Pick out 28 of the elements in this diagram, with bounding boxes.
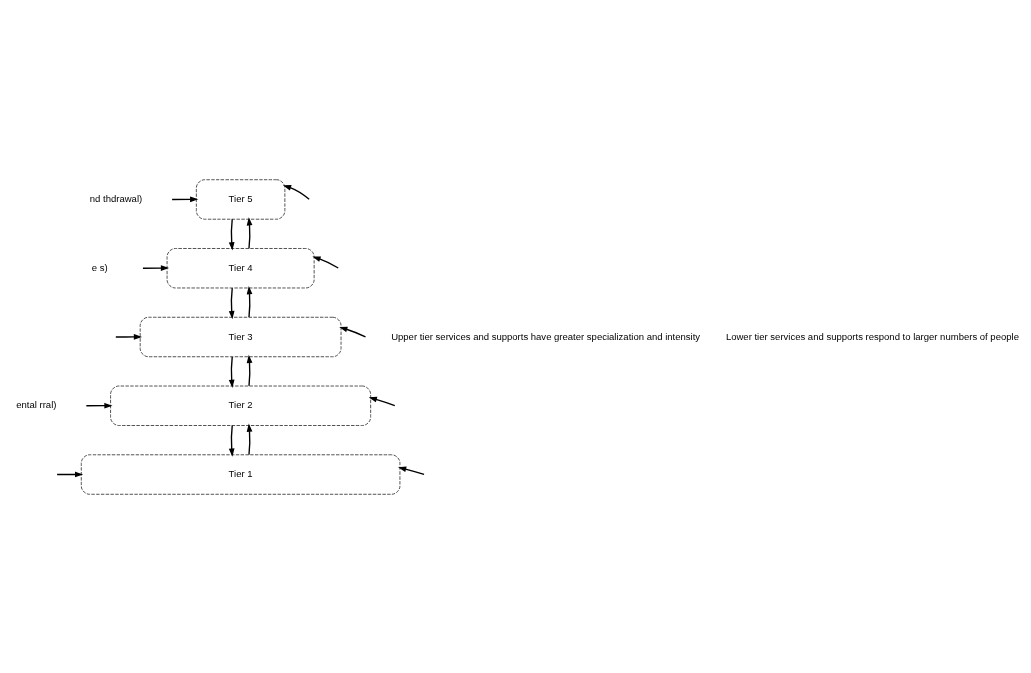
arrow — [85, 402, 113, 409]
arrow — [228, 355, 235, 388]
node-box: Tier 2 — [110, 385, 371, 426]
label: ental rral) — [16, 398, 57, 410]
arrow — [115, 333, 142, 340]
arrow — [142, 264, 170, 271]
arrow — [246, 216, 253, 249]
arrow — [246, 285, 253, 318]
node-box: Tier 5 — [196, 178, 286, 220]
arrow — [246, 354, 253, 387]
label: Lower tier services and supports respond to larger numbers of people — [725, 330, 1019, 342]
arrow — [398, 465, 425, 475]
label: Upper tier services and supports have greater specialization and intensity — [391, 330, 701, 342]
arrow — [339, 326, 367, 337]
arrow — [368, 396, 396, 406]
node-box: Tier 1 — [80, 453, 401, 495]
arrow — [228, 218, 235, 250]
arrow — [282, 184, 310, 200]
arrow — [171, 195, 199, 202]
label: nd thdrawal) — [89, 192, 143, 204]
node-box: Tier 4 — [166, 247, 315, 288]
arrow — [228, 424, 235, 457]
arrow — [246, 423, 253, 455]
node-box: Tier 3 — [139, 316, 342, 357]
arrow — [56, 471, 84, 477]
label: e s) — [91, 261, 108, 273]
arrow — [312, 255, 339, 269]
arrow — [228, 286, 235, 319]
